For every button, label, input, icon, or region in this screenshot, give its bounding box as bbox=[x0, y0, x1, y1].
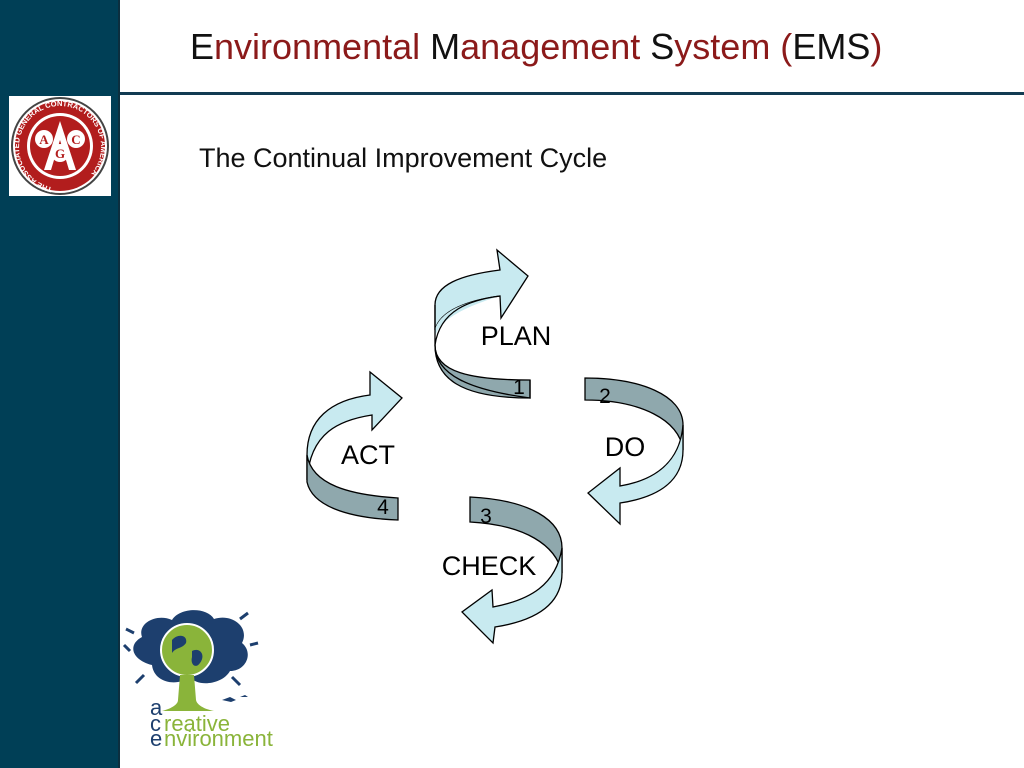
agc-letter-c: C bbox=[71, 132, 80, 147]
check-number: 3 bbox=[480, 505, 492, 528]
act-label: ACT bbox=[341, 440, 395, 470]
act-arrow bbox=[306, 370, 403, 521]
ace-letter-c: c bbox=[150, 711, 161, 736]
act-number: 4 bbox=[377, 496, 389, 519]
plan-label: PLAN bbox=[481, 321, 552, 351]
do-arrow bbox=[584, 377, 684, 526]
ace-letter-a: a bbox=[150, 695, 163, 720]
plan-number: 1 bbox=[513, 376, 525, 399]
slide-subtitle: The Continual Improvement Cycle bbox=[199, 143, 608, 173]
title-part: Management bbox=[430, 26, 651, 67]
tree-icon bbox=[122, 610, 259, 711]
ace-letter-e: e bbox=[150, 726, 162, 751]
ace-word-nvironment: nvironment bbox=[164, 726, 273, 751]
ace-creative-environment-logo: a c reative e nvironment bbox=[122, 605, 332, 760]
agc-letter-g: G bbox=[55, 146, 65, 161]
title-part: System ( bbox=[650, 26, 793, 67]
title-part: EMS) bbox=[792, 26, 883, 67]
do-label: DO bbox=[605, 432, 646, 462]
title-part: Environmental bbox=[190, 26, 431, 67]
title-divider bbox=[120, 92, 1024, 95]
check-label: CHECK bbox=[442, 551, 537, 581]
agc-logo: A G C THE ASSOCIATED GENERAL CONTRACTORS… bbox=[9, 96, 111, 196]
ace-word-reative: reative bbox=[164, 711, 230, 736]
page-title: Environmental Management System (EMS) bbox=[190, 22, 1020, 72]
do-number: 2 bbox=[599, 385, 611, 408]
sidebar-band: A G C THE ASSOCIATED GENERAL CONTRACTORS… bbox=[0, 0, 120, 768]
check-arrow bbox=[461, 496, 563, 645]
agc-letter-a: A bbox=[39, 132, 49, 147]
plan-arrow bbox=[434, 248, 531, 399]
